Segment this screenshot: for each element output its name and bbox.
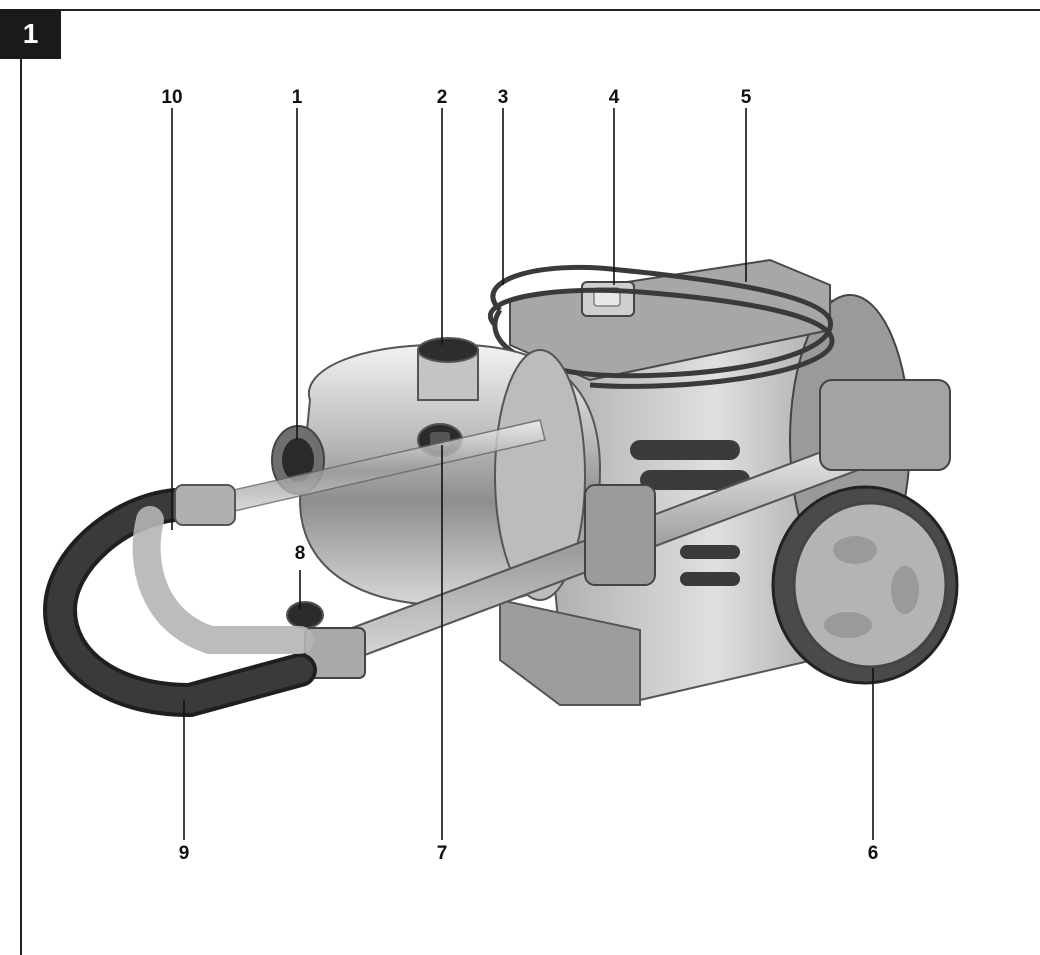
wheel (771, 485, 959, 685)
callout-8: 8 (294, 543, 306, 564)
callout-1: 1 (291, 87, 303, 108)
drain-plug (286, 601, 324, 629)
callout-5: 5 (740, 87, 752, 108)
callout-2: 2 (436, 87, 448, 108)
callout-7: 7 (436, 843, 448, 864)
callout-3: 3 (497, 87, 509, 108)
callout-6: 6 (867, 843, 879, 864)
callout-10: 10 (161, 87, 183, 108)
pump-housing (298, 343, 602, 607)
base-foot (499, 598, 641, 706)
frame-left-border (20, 9, 22, 955)
callout-9: 9 (178, 843, 190, 864)
frame-top-border (0, 9, 1040, 11)
callout-4: 4 (608, 87, 620, 108)
carrying-frame (189, 379, 951, 679)
leader-lines (171, 108, 874, 840)
pressure-outlet (417, 337, 479, 401)
figure-number-badge: 1 (0, 9, 61, 59)
push-handle (42, 484, 317, 718)
